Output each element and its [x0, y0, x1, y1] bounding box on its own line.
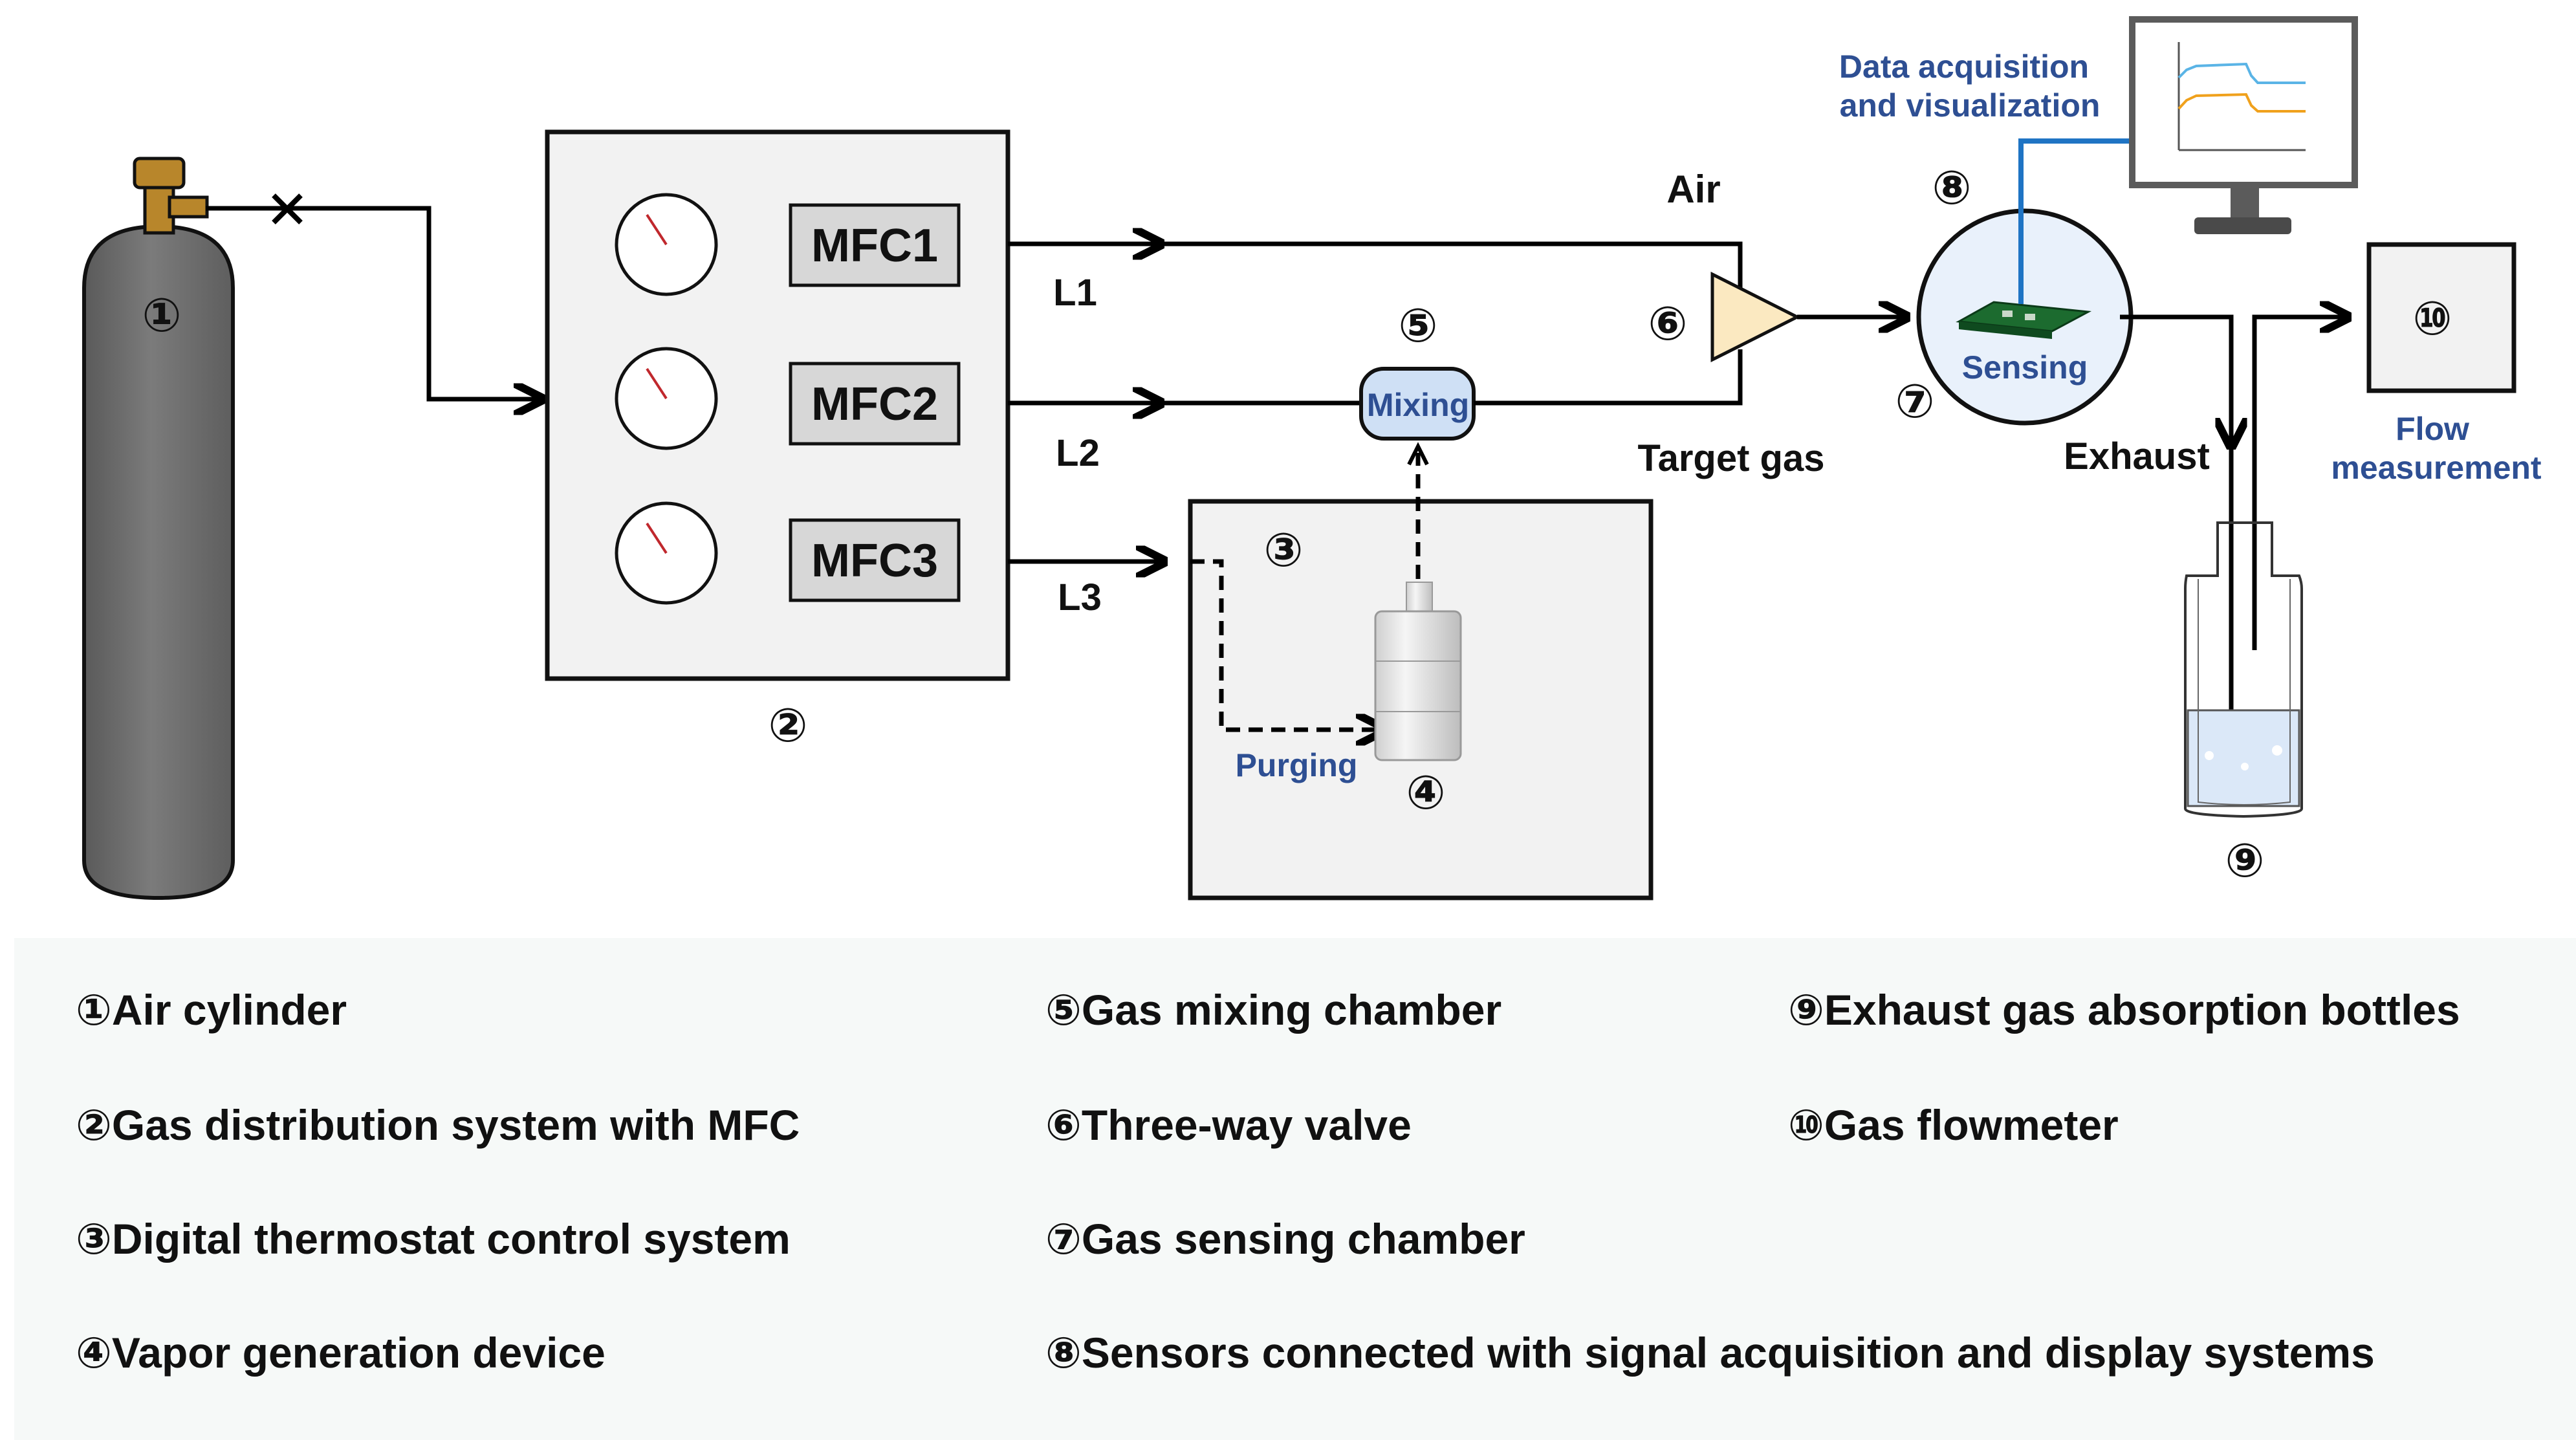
marker-2: ② [769, 700, 808, 752]
gas-sensing-chamber: Sensing ⑦ ⑧ [1895, 162, 2134, 428]
purging-label: Purging [1236, 747, 1358, 783]
gas-sensing-setup-diagram: ① MFC1 MFC2 MFC3 ② L1 Air L2 [82, 16, 2542, 900]
legend-text: Three-way valve [1081, 1101, 1412, 1149]
legend-number: ⑦ [1045, 1215, 1082, 1263]
line-l1-label: L1 [1053, 272, 1097, 314]
legend-item-1: ①Air cylinder [76, 988, 347, 1031]
gas-flowmeter: ⑩ [2366, 242, 2516, 393]
legend-number: ① [76, 986, 112, 1034]
mixing-label: Mixing [1367, 387, 1469, 423]
monitor-plot [2178, 42, 2306, 151]
legend-item-9: ⑨Exhaust gas absorption bottles [1788, 988, 2460, 1031]
legend-panel: ①Air cylinder ②Gas distribution system w… [14, 938, 2576, 1440]
legend-item-6: ⑥Three-way valve [1045, 1104, 1412, 1146]
legend-text: Gas mixing chamber [1081, 986, 1502, 1034]
legend-text: Digital thermostat control system [111, 1215, 791, 1263]
legend-text: Sensors connected with signal acquisitio… [1081, 1329, 2375, 1377]
marker-1: ① [142, 290, 182, 342]
marker-7: ⑦ [1895, 376, 1935, 428]
monitor-icon [2129, 16, 2358, 234]
marker-4: ④ [1406, 767, 1446, 819]
sensing-label: Sensing [1962, 349, 2088, 386]
daq-label-line1: Data acquisition [1839, 49, 2089, 85]
gas-distribution-box: MFC1 MFC2 MFC3 ② [545, 129, 1010, 752]
legend-number: ⑨ [1788, 986, 1824, 1034]
thermostat-box: ③ Purging ④ [1188, 499, 1654, 900]
line-l3-label: L3 [1058, 576, 1102, 618]
legend-item-7: ⑦Gas sensing chamber [1045, 1217, 1525, 1260]
marker-8: ⑧ [1932, 162, 1972, 214]
pressure-gauge-icon [615, 501, 718, 605]
legend-item-5: ⑤Gas mixing chamber [1045, 988, 1501, 1031]
marker-6: ⑥ [1648, 298, 1688, 350]
sensor-chip-icon [1956, 301, 2092, 339]
flow-label-line1: Flow [2396, 411, 2469, 447]
air-label: Air [1666, 168, 1720, 211]
legend-text: Gas sensing chamber [1081, 1215, 1525, 1263]
pressure-gauge-icon [615, 193, 718, 296]
daq-label-line2: and visualization [1840, 87, 2101, 124]
legend-text: Vapor generation device [111, 1329, 606, 1377]
gas-mixing-chamber: Mixing ⑤ [1359, 300, 1476, 441]
vapor-generation-vessel [1374, 582, 1462, 761]
shutoff-x-icon [272, 193, 303, 224]
three-way-valve: ⑥ [1648, 271, 1801, 363]
marker-10: ⑩ [2413, 293, 2452, 345]
pressure-gauge-icon [615, 347, 718, 450]
legend-text: Air cylinder [111, 986, 347, 1034]
legend-number: ⑤ [1045, 986, 1082, 1034]
marker-5: ⑤ [1399, 300, 1438, 352]
legend-item-8: ⑧Sensors connected with signal acquisiti… [1045, 1331, 2375, 1374]
legend-number: ④ [76, 1329, 112, 1377]
mfc2-label: MFC2 [811, 378, 938, 430]
line-l2-label: L2 [1056, 432, 1100, 474]
legend-number: ⑥ [1045, 1101, 1082, 1149]
mfc1-label: MFC1 [811, 220, 938, 272]
legend-text: Exhaust gas absorption bottles [1824, 986, 2460, 1034]
marker-9: ⑨ [2225, 835, 2265, 887]
flow-label-line2: measurement [2331, 450, 2541, 486]
legend-item-10: ⑩Gas flowmeter [1788, 1104, 2119, 1146]
legend-item-3: ③Digital thermostat control system [76, 1217, 791, 1260]
exhaust-label: Exhaust [2064, 435, 2210, 477]
legend-item-4: ④Vapor generation device [76, 1331, 606, 1374]
legend-number: ③ [76, 1215, 112, 1263]
legend-number: ⑩ [1788, 1101, 1824, 1149]
legend-item-2: ②Gas distribution system with MFC [76, 1104, 800, 1146]
air-cylinder: ① [82, 157, 235, 900]
legend-text: Gas flowmeter [1824, 1101, 2119, 1149]
absorption-bottle: ⑨ [2184, 521, 2303, 887]
marker-3: ③ [1264, 525, 1304, 576]
legend-number: ⑧ [1045, 1329, 1082, 1377]
target-gas-label: Target gas [1637, 437, 1824, 479]
mfc3-label: MFC3 [811, 535, 938, 587]
legend-text: Gas distribution system with MFC [111, 1101, 800, 1149]
legend-number: ② [76, 1101, 112, 1149]
